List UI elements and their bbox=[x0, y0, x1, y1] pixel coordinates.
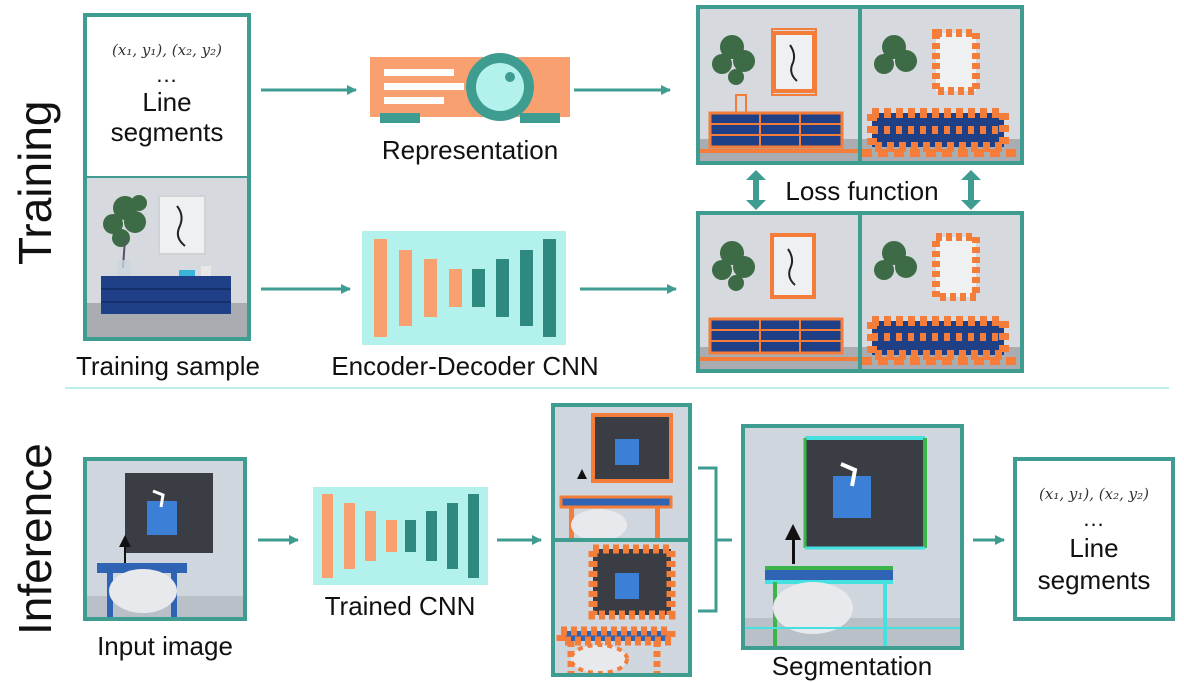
training-line-segments-label-2: segments bbox=[110, 117, 224, 147]
training-sample-image bbox=[83, 176, 251, 341]
trained-cnn-caption: Trained CNN bbox=[324, 591, 476, 621]
inference-input-image bbox=[83, 457, 247, 621]
merge-bracket bbox=[698, 466, 732, 613]
segmentation-caption: Segmentation bbox=[771, 651, 933, 681]
inference-output-label-2: segments bbox=[1037, 565, 1151, 595]
loss-arrow-left bbox=[746, 170, 766, 210]
training-line-segments-label-1: Line bbox=[142, 87, 192, 117]
inference-output-ellipsis: ... bbox=[1083, 506, 1105, 531]
trained-cnn-icon bbox=[313, 487, 488, 585]
training-line-segments-box: (x₁, y₁), (x₂, y₂) ... Line segments bbox=[83, 13, 251, 178]
projector-icon bbox=[370, 53, 570, 123]
encoder-decoder-cnn-icon bbox=[362, 231, 566, 345]
representation-caption: Representation bbox=[381, 135, 559, 165]
loss-function-caption: Loss function bbox=[785, 176, 939, 206]
training-sample-caption: Training sample bbox=[75, 351, 260, 381]
inference-output-math: (x₁, y₁), (x₂, y₂) bbox=[1039, 485, 1149, 503]
inference-input-caption: Input image bbox=[97, 631, 233, 661]
training-line-segments-math: (x₁, y₁), (x₂, y₂) bbox=[112, 41, 222, 59]
inference-output-box: (x₁, y₁), (x₂, y₂) ... Line segments bbox=[1013, 457, 1175, 621]
loss-arrow-right bbox=[961, 170, 981, 210]
training-line-segments-ellipsis: ... bbox=[156, 62, 178, 87]
segmentation-image bbox=[741, 424, 964, 650]
prediction-panel bbox=[696, 211, 1024, 373]
inference-prediction-panel bbox=[551, 403, 692, 677]
ground-truth-panel bbox=[696, 5, 1024, 165]
inference-output-label-1: Line bbox=[1069, 533, 1119, 563]
encoder-decoder-cnn-caption: Encoder-Decoder CNN bbox=[331, 351, 599, 381]
section-divider bbox=[65, 387, 1169, 389]
